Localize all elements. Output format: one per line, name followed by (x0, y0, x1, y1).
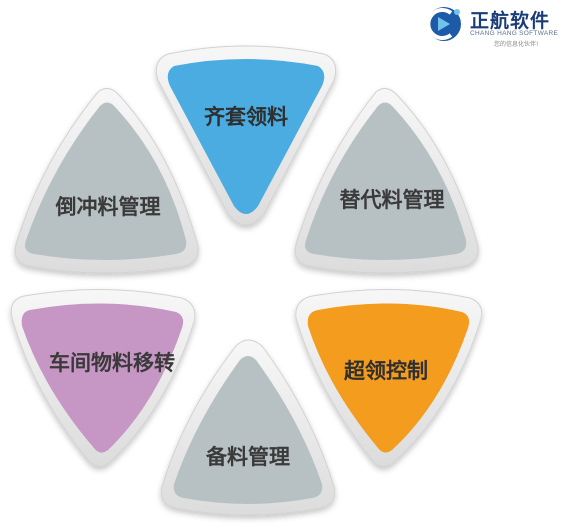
petal-workshop-material-transfer: 车间物料移转 (10, 288, 196, 467)
petal-label: 超领控制 (344, 359, 428, 383)
petal-fill (173, 356, 323, 504)
company-logo: 正航软件 CHANG HANG SOFTWARE 您的信息化伙伴! (424, 4, 566, 48)
petal-fill (25, 102, 187, 260)
petal-label: 倒冲料管理 (55, 195, 161, 219)
logo-slogan: 您的信息化伙伴! (494, 41, 539, 48)
petal-kitting-pick: 齐套领料 (155, 45, 337, 226)
petal-fill (21, 303, 184, 453)
logo-english-name: CHANG HANG SOFTWARE (470, 30, 559, 37)
petal-label: 备料管理 (205, 445, 290, 469)
logo-name: 正航软件 (470, 10, 551, 32)
petal-fill (305, 102, 467, 260)
petal-fill (307, 303, 470, 453)
petal-label: 车间物料移转 (49, 351, 175, 375)
petal-backflush-material: 倒冲料管理 (14, 88, 199, 274)
petal-material-preparation: 备料管理 (160, 339, 336, 516)
petal-substitute-material: 替代料管理 (294, 88, 479, 274)
petal-label: 齐套领料 (204, 105, 288, 129)
petal-fill (167, 59, 325, 214)
petal-over-issue-control: 超领控制 (295, 288, 483, 467)
logo-mark-icon (426, 7, 461, 41)
petal-label: 替代料管理 (340, 188, 445, 212)
